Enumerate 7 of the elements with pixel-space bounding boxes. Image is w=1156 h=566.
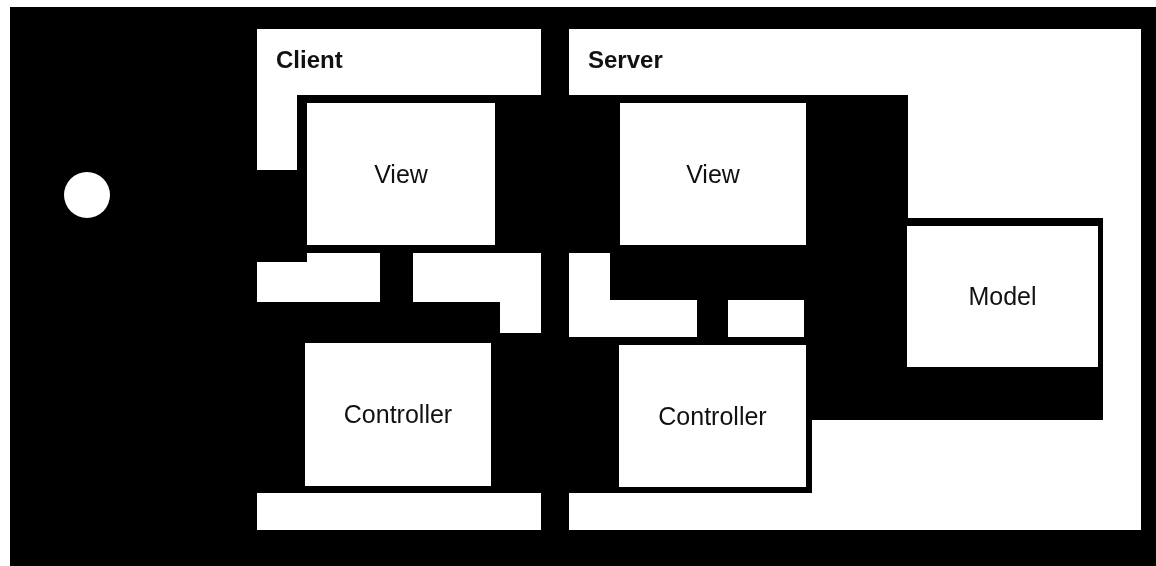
component-label: View <box>374 159 428 189</box>
component-label: Controller <box>343 400 453 429</box>
component-label: Controller <box>658 401 767 431</box>
tier-title: Client <box>276 46 343 74</box>
tier-title: Server <box>588 46 663 74</box>
component-label: Model <box>968 282 1037 311</box>
component-label: View <box>686 159 740 189</box>
